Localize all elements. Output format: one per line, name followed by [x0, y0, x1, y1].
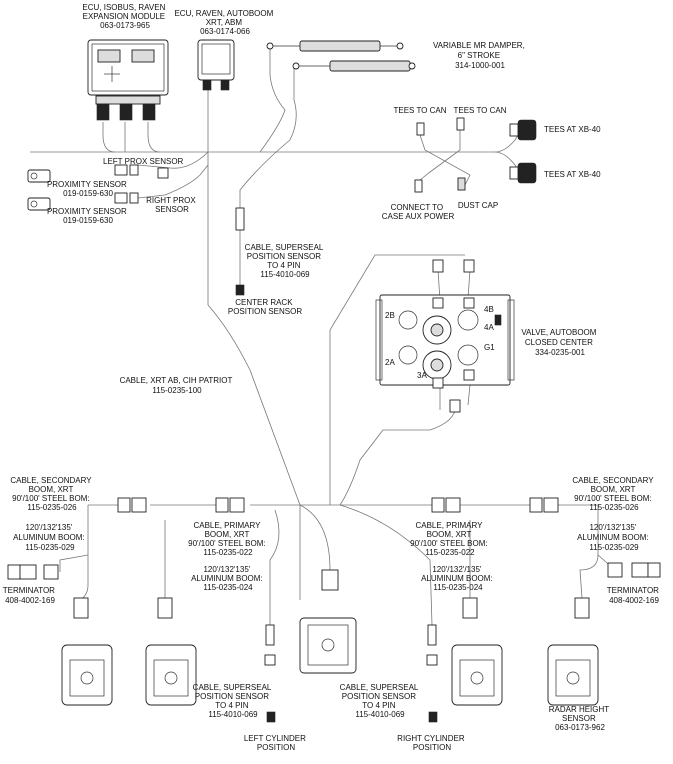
height-sensor-1 — [61, 597, 113, 706]
sec-boom-right-al-label: 120'/132'135' ALUMINUM BOOM: 115-0235-02… — [577, 523, 651, 552]
xb40-connector-bottom — [509, 162, 537, 184]
ecu-raven-label: ECU, RAVEN, AUTOBOOM XRT, ABM 063-0174-0… — [174, 9, 275, 36]
mr-damper-top — [266, 40, 404, 52]
height-sensor-2 — [145, 597, 197, 706]
right-prox-label: RIGHT PROX SENSOR — [146, 196, 198, 214]
connect-aux-label: CONNECT TO CASE AUX POWER — [382, 203, 455, 221]
left-prox-label: LEFT PROX SENSOR — [103, 157, 184, 166]
pri-boom-left-label: CABLE, PRIMARY BOOM, XRT 90'/100' STEEL … — [188, 521, 268, 557]
dust-cap-label: DUST CAP — [458, 201, 498, 210]
cable-center-label: CABLE, SUPERSEAL POSITION SENSOR TO 4 PI… — [245, 243, 326, 279]
radar-height-sensor — [547, 597, 599, 706]
valve-port-3a: 3A — [417, 371, 427, 380]
center-rack-label: CENTER RACK POSITION SENSOR — [228, 298, 302, 316]
xb40-connector-top — [509, 119, 537, 141]
harness-connectors — [117, 497, 559, 513]
proximity-sensor-1 — [27, 164, 169, 183]
sec-boom-left-label: CABLE, SECONDARY BOOM, XRT 90'/100' STEE… — [10, 476, 93, 512]
cable-left-cyl-label: CABLE, SUPERSEAL POSITION SENSOR TO 4 PI… — [193, 683, 274, 719]
terminator-right — [607, 562, 661, 578]
terminator-left — [7, 564, 59, 580]
mr-damper-bottom — [292, 60, 416, 72]
sec-boom-left-al-label: 120'/132'135' ALUMINUM BOOM: 115-0235-02… — [13, 523, 87, 552]
height-sensor-center — [299, 569, 357, 674]
ecu-raven-autoboom — [197, 39, 235, 91]
radar-label: RADAR HEIGHT SENSOR 063-0173-962 — [549, 705, 612, 732]
wire-network — [30, 46, 616, 626]
valve-port-2a: 2A — [385, 358, 395, 367]
valve-port-4a: 4A — [484, 323, 494, 332]
pri-boom-right-al-label: 120'/132'/135' ALUMINUM BOOM: 115-0235-0… — [421, 565, 495, 592]
valve-label: VALVE, AUTOBOOM CLOSED CENTER 334-0235-0… — [521, 328, 598, 357]
proximity-sensor-label-2: PROXIMITY SENSOR 019-0159-630 — [47, 207, 129, 225]
tees-to-can-label-1: TEES TO CAN — [393, 106, 446, 115]
center-rack-sensor — [235, 207, 245, 296]
sec-boom-right-label: CABLE, SECONDARY BOOM, XRT 90'/100' STEE… — [572, 476, 655, 512]
right-cylinder-label: RIGHT CYLINDER POSITION — [397, 734, 467, 752]
proximity-sensor-label-1: PROXIMITY SENSOR 019-0159-630 — [47, 180, 129, 198]
ecu-isobus-label: ECU, ISOBUS, RAVEN EXPANSION MODULE 063-… — [82, 3, 167, 30]
valve-port-2b: 2B — [385, 311, 395, 320]
tees-xb40-label-1: TEES AT XB-40 — [544, 125, 601, 134]
damper-label: VARIABLE MR DAMPER, 6" STROKE 314-1000-0… — [433, 41, 527, 70]
autoboom-valve — [375, 259, 515, 413]
tees-to-can-label-2: TEES TO CAN — [453, 106, 506, 115]
right-cylinder-sensor — [426, 624, 438, 723]
cable-right-cyl-label: CABLE, SUPERSEAL POSITION SENSOR TO 4 PI… — [340, 683, 421, 719]
cable-xrt-label: CABLE, XRT AB, CIH PATRIOT 115-0235-100 — [120, 376, 235, 395]
tees-xb40-label-2: TEES AT XB-40 — [544, 170, 601, 179]
terminator-right-label: TERMINATOR 408-4002-169 — [607, 586, 661, 605]
height-sensor-3 — [451, 597, 503, 706]
proximity-sensor-2 — [27, 192, 139, 211]
left-cylinder-sensor — [264, 624, 276, 723]
tees-to-can-connectors — [414, 117, 466, 193]
terminator-left-label: TERMINATOR 408-4002-169 — [3, 586, 57, 605]
valve-port-g1: G1 — [484, 343, 495, 352]
pri-boom-right-label: CABLE, PRIMARY BOOM, XRT 90'/100' STEEL … — [410, 521, 490, 557]
pri-boom-left-al-label: 120'/132'135' ALUMINUM BOOM: 115-0235-02… — [191, 565, 265, 592]
valve-port-4b: 4B — [484, 305, 494, 314]
ecu-isobus-module — [87, 39, 169, 121]
left-cylinder-label: LEFT CYLINDER POSITION — [244, 734, 308, 752]
